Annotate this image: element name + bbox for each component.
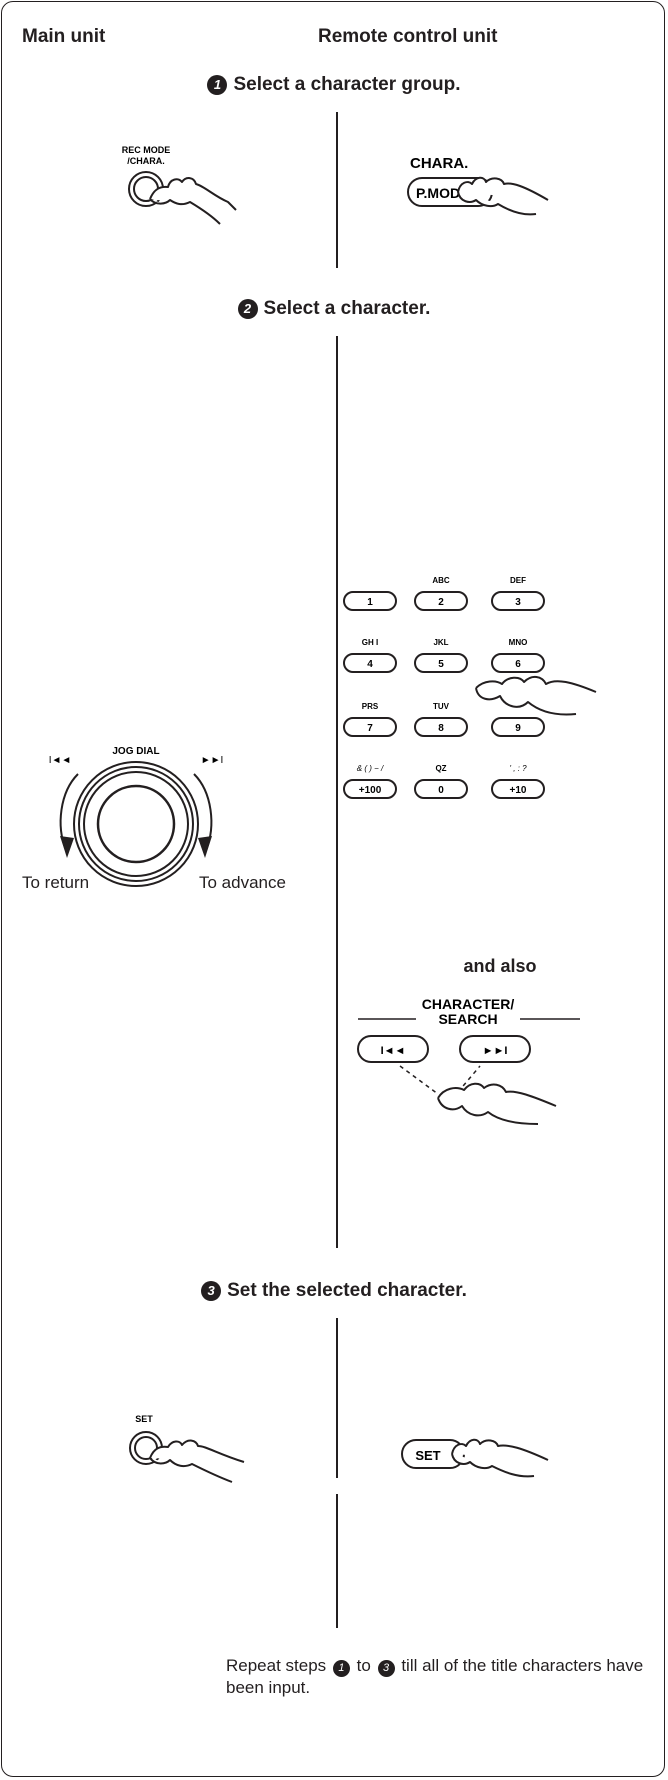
set-remote-illustration: SET bbox=[401, 1438, 549, 1478]
next-icon: ►►I bbox=[483, 1045, 508, 1057]
svg-text:9: 9 bbox=[515, 723, 521, 734]
key-plus-10[interactable]: ' , : ? +10 bbox=[491, 764, 545, 799]
character-search-prev-button[interactable]: I◄◄ bbox=[357, 1035, 429, 1063]
svg-text:JKL: JKL bbox=[433, 638, 448, 647]
step-1-text: Select a character group. bbox=[233, 74, 461, 95]
svg-text:' , : ?: ' , : ? bbox=[509, 764, 527, 773]
character-search-illustration: CHARACTER/ SEARCH I◄◄ ►►I bbox=[357, 996, 580, 1125]
pointing-hand-icon bbox=[437, 1082, 557, 1125]
svg-text:5: 5 bbox=[438, 659, 444, 670]
key-0[interactable]: QZ 0 bbox=[414, 764, 468, 799]
jog-dial-label: JOG DIAL bbox=[112, 746, 159, 757]
jog-dial-illustration: JOG DIAL I◄◄ ►►I bbox=[49, 746, 224, 887]
key-1[interactable]: 1 bbox=[343, 591, 397, 611]
svg-text:PRS: PRS bbox=[362, 702, 379, 711]
set-main-illustration: SET bbox=[129, 1414, 245, 1483]
character-search-label-2: SEARCH bbox=[438, 1011, 497, 1027]
step-3-number: 3 bbox=[201, 1281, 222, 1301]
repeat-note: Repeat steps 1 to 3 till all of the titl… bbox=[226, 1655, 646, 1699]
step-2-text: Select a character. bbox=[263, 298, 431, 319]
set-remote-button-label: SET bbox=[415, 1448, 440, 1463]
note-to-word: to bbox=[356, 1656, 371, 1675]
pointing-hand-icon bbox=[451, 1438, 549, 1478]
step-3-text: Set the selected character. bbox=[227, 1280, 467, 1301]
to-return-caption: To return bbox=[22, 873, 90, 892]
next-icon: ►►I bbox=[201, 755, 224, 766]
remote-keypad: 1 ABC 2 DEF 3 GH I 4 JKL 5 MNO 6 PRS 7 T… bbox=[343, 576, 597, 799]
svg-text:+10: +10 bbox=[510, 785, 527, 796]
pointing-hand-icon bbox=[149, 1439, 245, 1483]
character-search-label-1: CHARACTER/ bbox=[422, 996, 515, 1012]
pointing-hand-icon bbox=[475, 676, 597, 716]
svg-text:6: 6 bbox=[515, 659, 521, 670]
step-1-number: 1 bbox=[207, 75, 228, 95]
set-main-label: SET bbox=[135, 1414, 153, 1424]
rec-mode-label: REC MODE bbox=[122, 145, 171, 155]
main-unit-heading: Main unit bbox=[22, 26, 106, 47]
note-step-from: 1 bbox=[332, 1660, 350, 1677]
svg-text:3: 3 bbox=[515, 597, 521, 608]
svg-text:1: 1 bbox=[367, 597, 373, 608]
previous-icon: I◄◄ bbox=[381, 1045, 406, 1057]
key-9[interactable]: 9 bbox=[491, 717, 545, 737]
chara-label: /CHARA. bbox=[127, 156, 165, 166]
svg-text:7: 7 bbox=[367, 723, 373, 734]
pointing-hand-icon bbox=[457, 176, 549, 216]
key-4[interactable]: GH I 4 bbox=[343, 638, 397, 673]
chara-pmode-illustration: CHARA. P.MOD bbox=[407, 155, 549, 216]
svg-text:TUV: TUV bbox=[433, 702, 450, 711]
pointing-hand-icon bbox=[149, 177, 237, 225]
svg-text:2: 2 bbox=[438, 597, 444, 608]
svg-text:8: 8 bbox=[438, 723, 444, 734]
and-also-text: and also bbox=[463, 956, 537, 976]
key-6[interactable]: MNO 6 bbox=[491, 638, 545, 673]
divider-step-1 bbox=[336, 112, 338, 268]
divider-step-2 bbox=[336, 336, 338, 1248]
svg-text:& ( ) − /: & ( ) − / bbox=[357, 764, 384, 773]
previous-icon: I◄◄ bbox=[49, 755, 72, 766]
rec-mode-chara-illustration: REC MODE /CHARA. bbox=[122, 145, 237, 225]
key-8[interactable]: TUV 8 bbox=[414, 702, 468, 737]
note-step-to: 3 bbox=[377, 1660, 395, 1677]
svg-text:MNO: MNO bbox=[509, 638, 528, 647]
svg-text:ABC: ABC bbox=[432, 576, 450, 585]
svg-text:+100: +100 bbox=[359, 785, 382, 796]
key-5[interactable]: JKL 5 bbox=[414, 638, 468, 673]
step-2-number: 2 bbox=[237, 299, 258, 319]
key-3[interactable]: DEF 3 bbox=[491, 576, 545, 611]
key-plus-100[interactable]: & ( ) − / +100 bbox=[343, 764, 397, 799]
character-search-next-button[interactable]: ►►I bbox=[459, 1035, 531, 1063]
chara-remote-label: CHARA. bbox=[410, 155, 468, 172]
svg-text:4: 4 bbox=[367, 659, 373, 670]
svg-text:QZ: QZ bbox=[435, 764, 446, 773]
svg-text:GH I: GH I bbox=[362, 638, 378, 647]
svg-text:DEF: DEF bbox=[510, 576, 526, 585]
note-prefix: Repeat steps bbox=[226, 1656, 327, 1675]
note-suffix: till all of the title characters have be… bbox=[226, 1656, 644, 1697]
divider-step-3 bbox=[336, 1318, 338, 1478]
pmode-button-label: P.MOD bbox=[416, 185, 460, 201]
key-7[interactable]: PRS 7 bbox=[343, 702, 397, 737]
key-2[interactable]: ABC 2 bbox=[414, 576, 468, 611]
remote-unit-heading: Remote control unit bbox=[318, 26, 498, 47]
svg-text:0: 0 bbox=[438, 785, 444, 796]
to-advance-caption: To advance bbox=[199, 873, 286, 892]
divider-step-3-lower bbox=[336, 1494, 338, 1628]
